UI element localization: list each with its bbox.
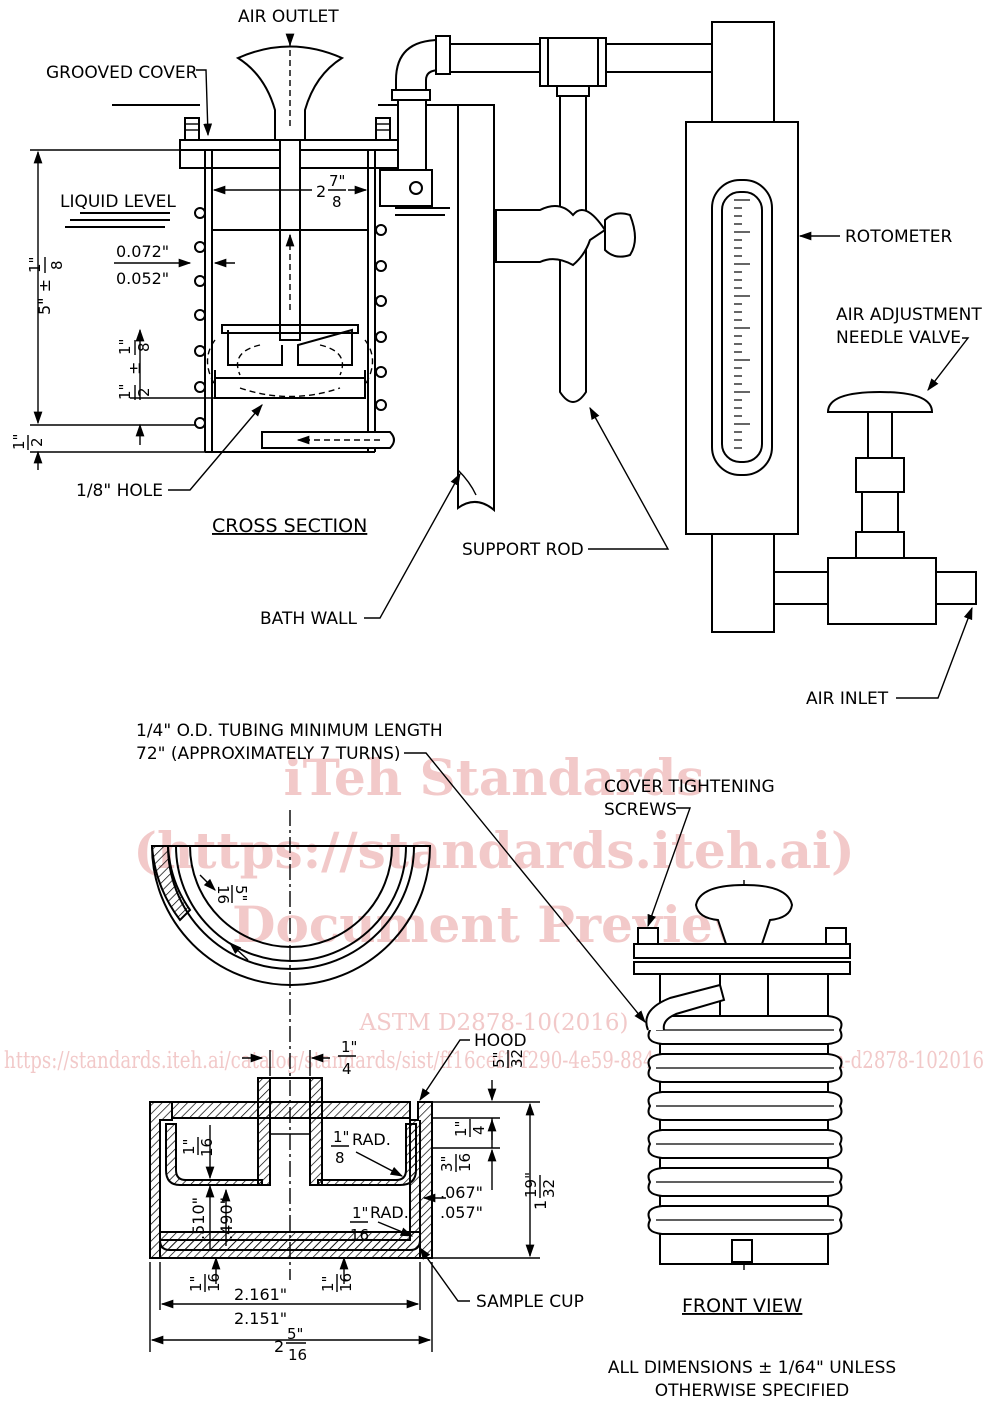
support-rod-label: SUPPORT ROD bbox=[462, 540, 584, 560]
wall-thick-den: 16 bbox=[198, 1138, 216, 1157]
wall-thick-num: 1" bbox=[180, 1139, 198, 1155]
needle-valve-label-1: AIR ADJUSTMENT bbox=[836, 305, 982, 325]
hood-thick-num: 5" bbox=[490, 1052, 508, 1068]
height-5in-den: 8 bbox=[48, 260, 66, 270]
base-right-den: 16 bbox=[337, 1273, 355, 1292]
bowl-thickness-num: 5" bbox=[232, 885, 250, 901]
watermark: iTeh Standards (https://standards.iteh.a… bbox=[4, 748, 984, 1074]
dim-0-490: .490" bbox=[217, 1197, 236, 1240]
watermark-line-4: ASTM D2878-10(2016) bbox=[358, 1010, 628, 1036]
hood-thick-den: 32 bbox=[508, 1049, 526, 1068]
half-inch-tol-num: 1" bbox=[116, 339, 134, 355]
bottom-rad-den: 16 bbox=[350, 1226, 369, 1244]
hood-rad-num: 1" bbox=[333, 1128, 349, 1146]
half-inch-num: 1" bbox=[116, 384, 134, 400]
liquid-level-label: LIQUID LEVEL bbox=[60, 192, 176, 212]
hood-rad-den: 8 bbox=[335, 1149, 345, 1167]
total-dia-den: 16 bbox=[288, 1346, 307, 1364]
coil-turns-left bbox=[194, 207, 206, 429]
note-line-2: OTHERWISE SPECIFIED bbox=[655, 1381, 849, 1401]
tube-dia-num: 1" bbox=[341, 1038, 357, 1056]
cover-screws-label-2: SCREWS bbox=[604, 800, 677, 820]
dim-2-151: 2.151" bbox=[234, 1309, 287, 1328]
dim-2-161: 2.161" bbox=[234, 1285, 287, 1304]
base-right-num: 1" bbox=[319, 1276, 337, 1292]
h14-num: 1" bbox=[452, 1121, 470, 1137]
h1932-den: 32 bbox=[540, 1179, 558, 1198]
dim-0-057: .057" bbox=[440, 1203, 483, 1222]
air-outlet-label: AIR OUTLET bbox=[238, 7, 339, 27]
base-left-den: 16 bbox=[205, 1273, 223, 1292]
bottom-gap-num: 1" bbox=[10, 434, 28, 450]
hole-label: 1/8" HOLE bbox=[76, 481, 163, 501]
half-inch-den: 2 bbox=[135, 387, 153, 397]
half-inch-pm: ± bbox=[125, 362, 144, 375]
tubing-label-1: 1/4" O.D. TUBING MINIMUM LENGTH bbox=[136, 721, 443, 741]
piping-assembly bbox=[391, 21, 977, 633]
cross-section-title: CROSS SECTION bbox=[212, 515, 367, 537]
base-left-num: 1" bbox=[187, 1276, 205, 1292]
coil-tubing bbox=[645, 983, 843, 1235]
h14-den: 4 bbox=[470, 1125, 488, 1135]
coil-inlet bbox=[645, 983, 726, 1031]
rotometer-scale bbox=[734, 199, 750, 449]
coil-turns-right bbox=[375, 224, 387, 411]
h316-den: 16 bbox=[456, 1153, 474, 1172]
half-inch-tol-den: 8 bbox=[135, 342, 153, 352]
sample-cup-label: SAMPLE CUP bbox=[476, 1292, 584, 1312]
dim-0-510: .510" bbox=[189, 1197, 208, 1240]
bowl-plan-view: 5" 16 bbox=[150, 810, 432, 1280]
front-view bbox=[633, 880, 851, 1270]
hood-label: HOOD bbox=[474, 1031, 527, 1051]
dim-0-052: 0.052" bbox=[116, 269, 169, 288]
bottom-rad-label: RAD. bbox=[370, 1203, 409, 1222]
tubing-label-2: 72" (APPROXIMATELY 7 TURNS) bbox=[136, 744, 401, 764]
height-5in-num: 1" bbox=[26, 257, 44, 273]
cross-section-view bbox=[65, 33, 458, 453]
h316-num: 3" bbox=[438, 1156, 456, 1172]
dim-0-072: 0.072" bbox=[116, 242, 169, 261]
total-dia-whole: 2 bbox=[274, 1337, 284, 1356]
rotometer-label: ROTOMETER bbox=[845, 227, 952, 247]
note-line-1: ALL DIMENSIONS ± 1/64" UNLESS bbox=[608, 1358, 896, 1378]
width-den: 8 bbox=[332, 193, 342, 211]
h1932-num: 19" bbox=[522, 1172, 540, 1198]
height-5in: 5" ± bbox=[35, 279, 54, 315]
tube-dia-den: 4 bbox=[342, 1060, 352, 1078]
watermark-line-1: iTeh Standards bbox=[284, 748, 705, 807]
bath-wall-label: BATH WALL bbox=[260, 609, 358, 629]
bottom-gap-den: 2 bbox=[28, 437, 46, 447]
watermark-line-2: (https://standards.iteh.ai) bbox=[133, 821, 854, 880]
front-view-title: FRONT VIEW bbox=[682, 1295, 803, 1317]
sample-cup-section bbox=[149, 1050, 540, 1352]
bottom-rad-num: 1" bbox=[352, 1204, 368, 1222]
width-whole: 2 bbox=[316, 182, 326, 201]
h1932-whole: 1 bbox=[531, 1200, 550, 1210]
hood-rad-label: RAD. bbox=[352, 1130, 391, 1149]
cover-screws-label-1: COVER TIGHTENING bbox=[604, 777, 775, 797]
width-num: 7" bbox=[329, 172, 345, 190]
grooved-cover-label: GROOVED COVER bbox=[46, 63, 198, 83]
needle-valve-label-2: NEEDLE VALVE bbox=[836, 328, 961, 348]
dim-0-067: .067" bbox=[440, 1183, 483, 1202]
air-inlet-label: AIR INLET bbox=[806, 689, 889, 709]
bowl-thickness-den: 16 bbox=[214, 885, 232, 904]
total-dia-num: 5" bbox=[287, 1325, 303, 1343]
